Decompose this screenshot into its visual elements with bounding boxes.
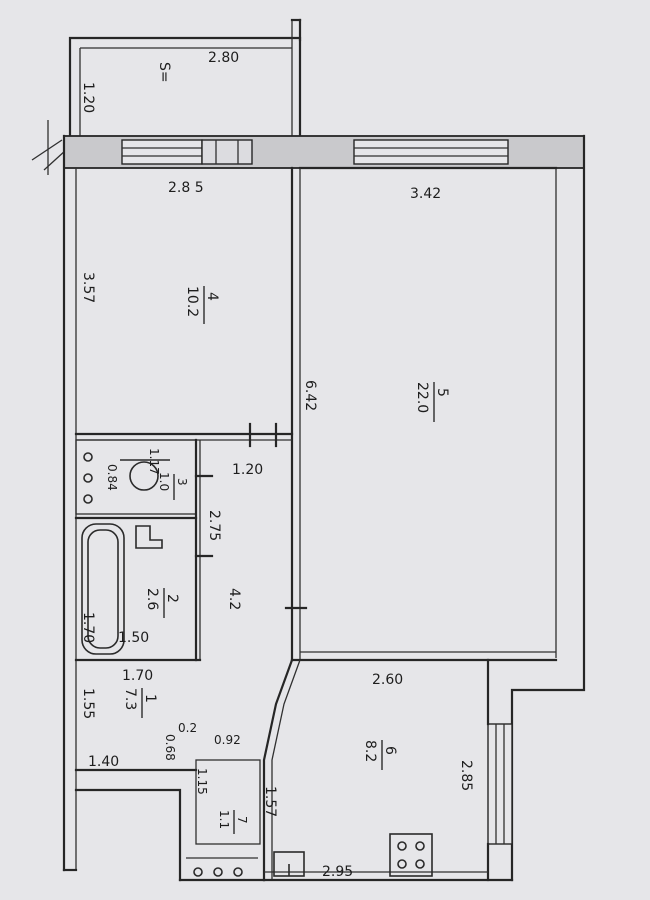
labels: S= 2.80 1.20 2.8 5 3.42 3.57 4 10.2 6.42…	[80, 50, 474, 880]
dim-room-4-height: 3.57	[80, 272, 96, 303]
room-7-label: 7 1.1	[217, 810, 249, 834]
dim-entry-width: 1.70	[122, 668, 153, 684]
kitchen-stove-icon	[389, 833, 433, 877]
window-top-right	[353, 139, 509, 165]
dim-top-right: 3.42	[410, 186, 441, 202]
walls	[31, 18, 586, 882]
dim-entry-bottom: 1.40	[88, 754, 119, 770]
dim-kitchen-wall: 1.57	[262, 786, 278, 817]
dim-kitchen-bottom: 2.95	[322, 864, 353, 880]
dim-kitchen-right: 2.85	[458, 760, 474, 791]
room-3-number: 3	[175, 478, 189, 486]
dim-wc-depth: 0.84	[105, 464, 119, 491]
dim-kitchen-top: 2.60	[372, 672, 403, 688]
room-5-area: 22.0	[414, 382, 430, 413]
room-5-label: 5 22.0	[414, 382, 450, 422]
dim-entry-niche: 0.68	[163, 734, 177, 761]
room-6-area: 8.2	[362, 740, 378, 762]
room-4-label: 4 10.2	[184, 286, 220, 324]
hall-area: 4.2	[226, 588, 242, 610]
room-1-area: 7.3	[122, 688, 138, 710]
room-3-label: 3 1.0	[157, 472, 189, 500]
room-1-label: 1 7.3	[122, 688, 158, 718]
dim-room-5-height: 6.42	[302, 380, 318, 411]
room-1-number: 1	[142, 694, 158, 703]
door-balcony	[201, 139, 253, 165]
room-6-number: 6	[382, 746, 398, 755]
room-5-number: 5	[434, 388, 450, 397]
dim-pantry-wall: 0.2	[178, 721, 197, 735]
balcony-width-dim: 2.80	[208, 50, 239, 66]
room-4-number: 4	[204, 292, 220, 301]
dim-bath-length: 1.70	[80, 612, 96, 643]
dim-hall-height: 2.75	[206, 510, 222, 541]
fixtures	[81, 452, 433, 877]
balcony-depth-dim: 1.20	[80, 82, 96, 113]
wall-break-mark	[31, 120, 67, 175]
dim-corridor-width: 1.20	[232, 462, 263, 478]
room-2-label: 2 2.6	[144, 588, 180, 618]
room-7-area: 1.1	[217, 810, 231, 829]
kitchen-sink-icon	[273, 851, 305, 877]
dim-bath-width: 1.50	[118, 630, 149, 646]
toilet-icon	[135, 525, 163, 549]
storage-shelf-icon	[186, 857, 258, 877]
bathtub-icon	[81, 523, 125, 655]
balcony-s-label: S=	[156, 62, 172, 83]
room-2-area: 2.6	[144, 588, 160, 610]
room-3-area: 1.0	[157, 472, 171, 491]
room-7-number: 7	[235, 816, 249, 824]
room-4-area: 10.2	[184, 286, 200, 317]
dim-top-left: 2.8 5	[168, 180, 204, 196]
dim-pantry-depth: 1.15	[195, 768, 209, 795]
washbasin-wc-icon	[83, 452, 170, 504]
dim-wc-width: 1.17	[147, 448, 161, 475]
window-room-6	[487, 723, 513, 845]
dim-pantry-width: 0.92	[214, 733, 241, 747]
room-2-number: 2	[164, 594, 180, 603]
dim-entry-height: 1.55	[80, 688, 96, 719]
room-6-label: 6 8.2	[362, 740, 398, 770]
window-top-left	[121, 139, 203, 165]
